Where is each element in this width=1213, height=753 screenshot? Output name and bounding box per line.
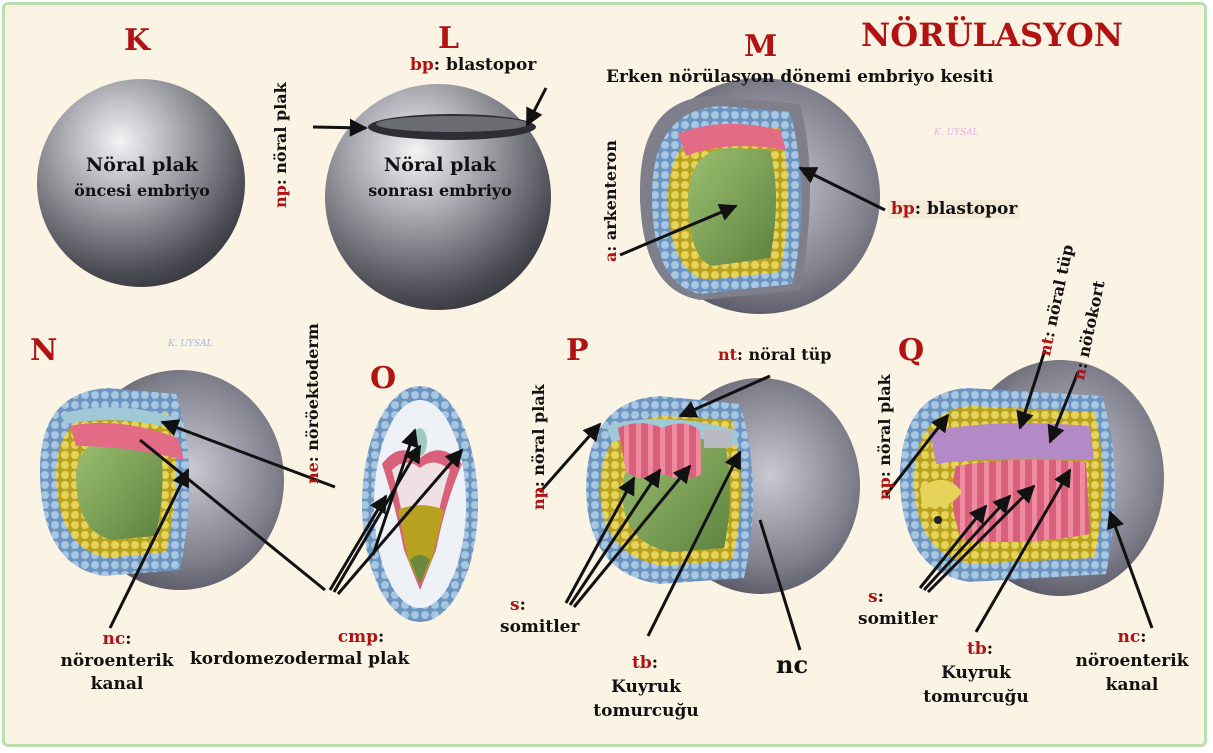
q-s-abbr: s <box>868 587 878 607</box>
p-nt-term: : nöral tüp <box>737 345 831 364</box>
q-np-term: : nöral plak <box>875 374 894 477</box>
q-np-label: np: nöral plak <box>876 374 894 500</box>
embryo-section-o <box>362 386 478 622</box>
p-nt-label: nt: nöral tüp <box>718 346 831 364</box>
q-tb-label: tb: <box>920 640 1040 659</box>
o-cmp-abbr: cmp <box>338 627 378 647</box>
q-tb-line1: Kuyruk <box>906 664 1046 683</box>
q-np-abbr: np <box>875 477 894 500</box>
o-cmp-line: kordomezodermal plak <box>190 650 409 669</box>
q-nc-line2: kanal <box>1066 676 1198 695</box>
n-nc-abbr: nc <box>103 629 126 649</box>
q-tb-line2: tomurcuğu <box>906 688 1046 707</box>
q-nc-label: nc: <box>1066 628 1198 647</box>
watermark-top: K. UYSAL <box>934 129 979 139</box>
p-s-label: s: <box>510 596 526 615</box>
q-tb-term: : <box>987 639 993 659</box>
panel-letter-k: K <box>124 24 150 57</box>
q-s-label: s: <box>868 588 884 607</box>
p-tb-line2: tomurcuğu <box>576 702 716 721</box>
q-tb-abbr: tb <box>967 639 987 659</box>
p-nt-abbr: nt <box>718 345 737 364</box>
p-np-term: : nöral plak <box>529 384 548 487</box>
k-label-line2: öncesi embriyo <box>56 182 228 200</box>
panel-letter-o: O <box>370 362 396 395</box>
k-label-line1: Nöral plak <box>56 155 228 176</box>
embryo-section-m <box>640 78 880 314</box>
l-bp-label: bp: blastopor <box>410 56 536 75</box>
o-cmp-term: : <box>378 627 384 647</box>
p-s-line: somitler <box>500 618 579 637</box>
n-nc-line2: kanal <box>52 675 182 694</box>
l-bp-term: : blastopor <box>434 55 537 75</box>
l-label-line1: Nöral plak <box>352 155 528 176</box>
q-nc-term: : <box>1140 627 1146 647</box>
p-tb-term: : <box>652 653 658 673</box>
p-tb-abbr: tb <box>632 653 652 673</box>
p-tb-label: tb: <box>590 654 700 673</box>
q-nc-line1: nöroenterik <box>1060 652 1204 671</box>
o-cmp-label: cmp: <box>316 628 406 647</box>
m-bp-abbr: bp <box>891 199 915 219</box>
diagram-title: NÖRÜLASYON <box>861 18 1123 53</box>
panel-letter-n: N <box>30 334 57 367</box>
m-a-label: a: arkenteron <box>602 140 620 262</box>
n-ne-term: : nöröektoderm <box>303 323 322 462</box>
l-bp-abbr: bp <box>410 55 434 75</box>
l-np-abbr: np <box>271 185 290 208</box>
m-subtitle: Erken nörülasyon dönemi embriyo kesiti <box>606 68 993 87</box>
m-a-term: : arkenteron <box>601 140 620 251</box>
watermark-bottom: K. UYSAL <box>168 340 213 350</box>
p-np-label: np: nöral plak <box>530 384 548 510</box>
m-bp-label: bp: blastopor <box>888 200 1020 219</box>
n-ne-abbr: ne <box>303 462 322 484</box>
p-tb-line1: Kuyruk <box>576 678 716 697</box>
embryo-section-n <box>40 370 284 590</box>
p-np-abbr: np <box>529 487 548 510</box>
n-nc-label: nc: <box>52 630 182 649</box>
panel-letter-l: L <box>438 22 459 55</box>
q-s-line: somitler <box>858 610 937 629</box>
l-label-line2: sonrası embriyo <box>352 182 528 200</box>
n-nc-term: : <box>125 629 131 649</box>
q-s-term: : <box>878 587 884 607</box>
n-nc-line1: nöroenterik <box>52 652 182 671</box>
n-ne-label: ne: nöröektoderm <box>304 323 322 484</box>
p-s-abbr: s <box>510 595 520 615</box>
p-nc-label: nc <box>776 652 808 678</box>
l-np-label: np: nöral plak <box>272 82 290 208</box>
l-np-term: : nöral plak <box>271 82 290 185</box>
panel-letter-q: Q <box>898 334 924 367</box>
panel-letter-m: M <box>744 30 777 63</box>
p-s-term: : <box>520 595 526 615</box>
m-a-abbr: a <box>601 252 620 262</box>
m-bp-term: : blastopor <box>915 199 1018 219</box>
q-nc-abbr: nc <box>1118 627 1141 647</box>
panel-letter-p: P <box>566 334 589 367</box>
